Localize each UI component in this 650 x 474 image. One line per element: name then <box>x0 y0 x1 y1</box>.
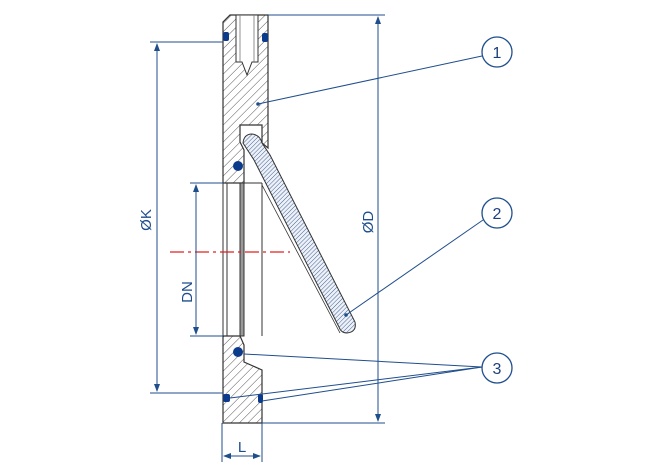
dim-label-dn: DN <box>179 281 196 303</box>
seals <box>223 32 268 403</box>
svg-text:3: 3 <box>493 361 502 378</box>
valve-body-lower <box>222 335 263 424</box>
callout-2: 2 <box>481 197 513 229</box>
svg-text:2: 2 <box>493 206 502 223</box>
leader-lines <box>229 55 484 402</box>
callout-1: 1 <box>481 36 513 68</box>
dim-label-d: ØD <box>360 211 377 234</box>
callout-3: 3 <box>481 352 513 384</box>
dim-label-k: ØK <box>138 209 155 231</box>
dim-label-l: L <box>238 439 246 456</box>
check-disc <box>242 133 356 334</box>
bore-passage <box>222 182 263 337</box>
threaded-bore <box>235 14 259 77</box>
svg-text:1: 1 <box>493 45 502 62</box>
